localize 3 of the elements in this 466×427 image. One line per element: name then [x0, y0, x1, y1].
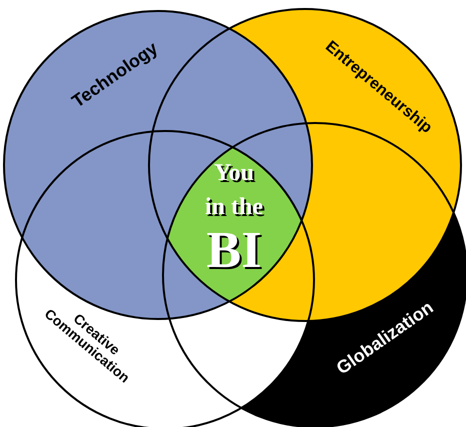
center-label: You in the — [204, 159, 264, 222]
center-label: BI — [206, 225, 262, 277]
venn-circle — [15, 130, 315, 427]
